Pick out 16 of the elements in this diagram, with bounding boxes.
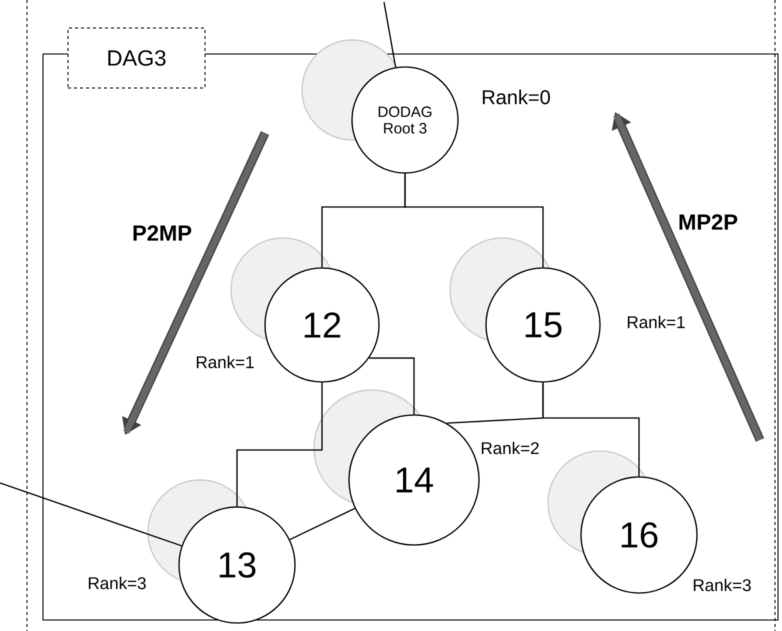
- rank-label: Rank=0: [482, 90, 550, 104]
- rank-label: Rank=1: [628, 316, 685, 328]
- connector-line: [404, 174, 544, 268]
- connector-line: [369, 357, 415, 414]
- flow-label: P2MP: [134, 225, 192, 241]
- connector-line: [383, 2, 396, 68]
- connector-line: [542, 382, 640, 476]
- node-label: 13: [220, 552, 256, 578]
- connector-line: [0, 482, 182, 546]
- rank-label: Rank=1: [196, 356, 254, 368]
- connector-line: [236, 382, 323, 506]
- flow-label: MP2P: [680, 214, 738, 230]
- connector-line: [290, 508, 356, 540]
- rank-label: Rank=2: [482, 442, 539, 454]
- rank-label: Rank=3: [88, 576, 146, 590]
- group-label-box: DAG3: [68, 28, 206, 88]
